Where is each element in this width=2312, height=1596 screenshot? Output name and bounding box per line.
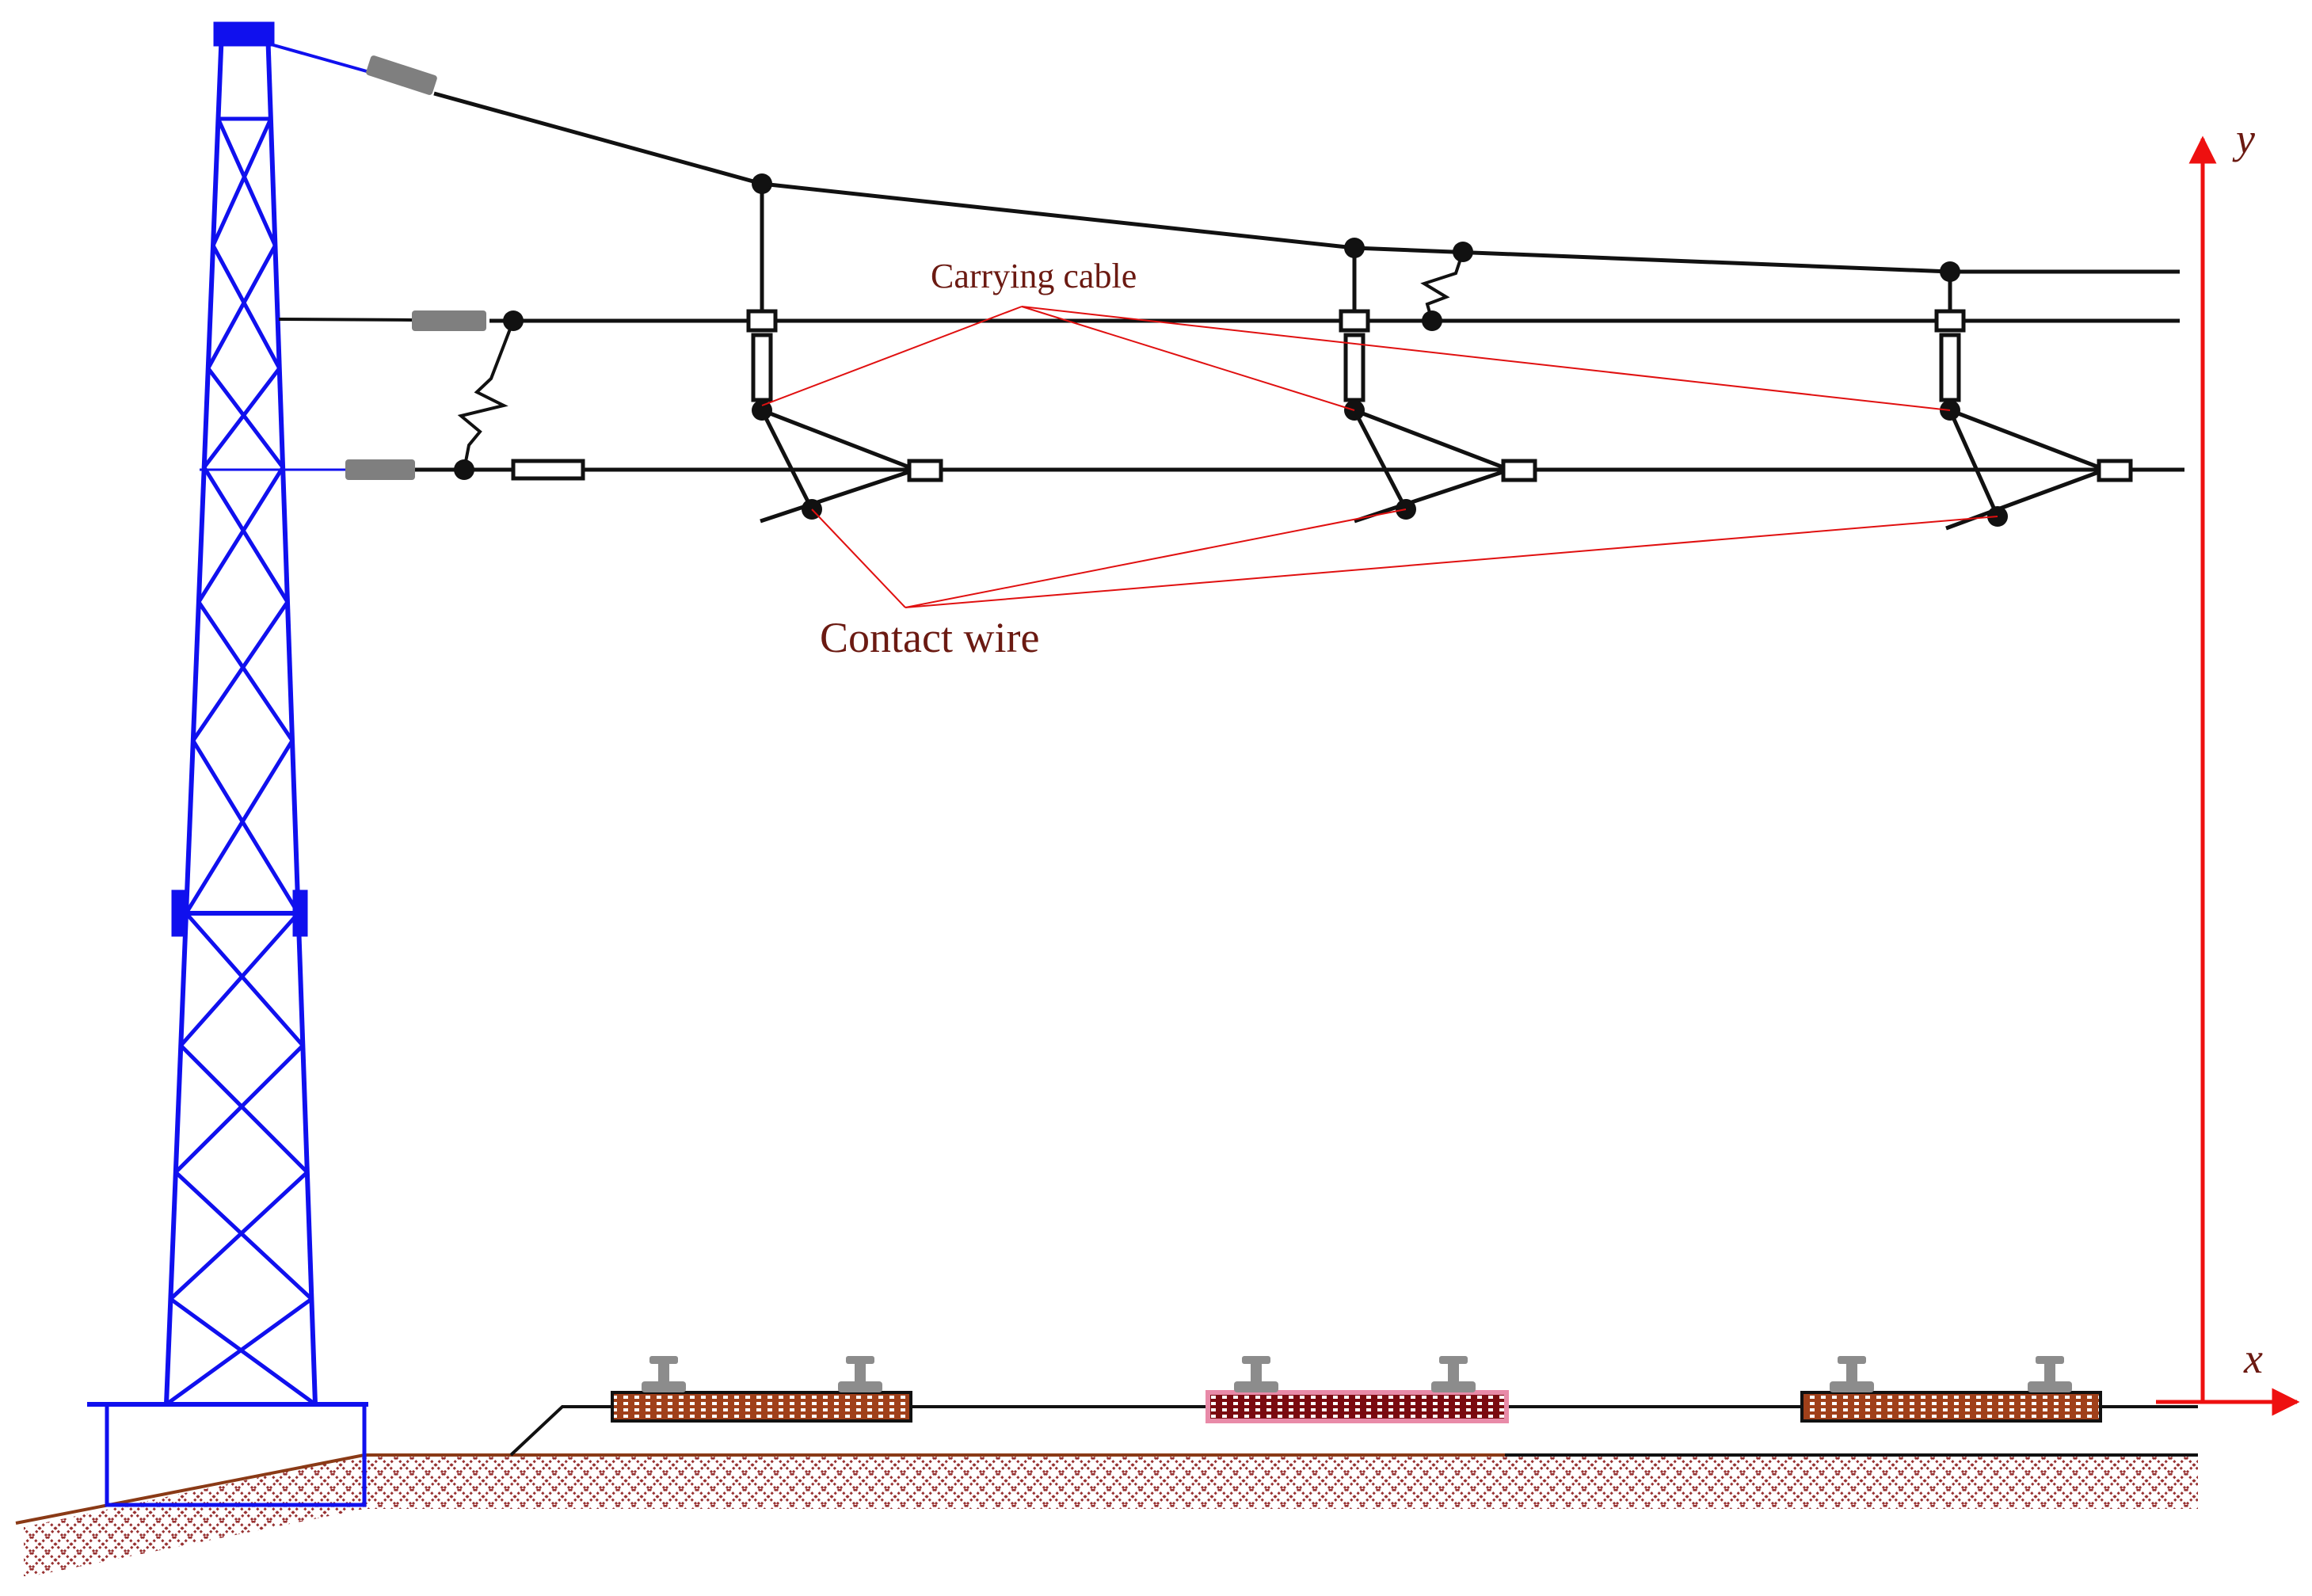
mast-brace — [206, 367, 285, 469]
sleeper-icon — [1206, 1390, 1509, 1423]
cable-nodes — [454, 173, 2008, 527]
spring-icon — [1420, 251, 1465, 322]
overhead-system — [200, 43, 2184, 531]
ground — [15, 1405, 2198, 1576]
insulator-icon — [345, 459, 415, 480]
insulator-icon — [511, 459, 585, 481]
clamp-icon — [2097, 459, 2133, 482]
x-axis-label: x — [2243, 1335, 2263, 1382]
track-bed-line — [509, 1405, 2198, 1457]
mast-brace — [169, 1297, 317, 1407]
dropper-tube — [1939, 333, 1961, 402]
mast-brace — [174, 1044, 305, 1174]
rail-icon — [2028, 1356, 2072, 1392]
node-dot — [752, 173, 772, 194]
clamp-icon — [1339, 309, 1370, 333]
clamp-icon — [746, 309, 778, 333]
steady-arm — [1354, 467, 1510, 524]
dropper-tube — [751, 333, 773, 402]
sleeper-icon — [611, 1391, 912, 1423]
rail-icon — [1234, 1356, 1278, 1392]
registration-arm — [761, 408, 916, 472]
ground-slope-line — [15, 1453, 365, 1525]
coordinate-axes — [2156, 135, 2300, 1416]
mast-brace — [216, 117, 277, 247]
mast-brace — [179, 1044, 309, 1174]
lattice-mast-icon — [87, 21, 368, 1507]
steady-arm — [760, 409, 814, 511]
registration-arm — [1354, 408, 1510, 472]
node-dot — [1940, 261, 1960, 282]
rail-icon — [642, 1356, 686, 1392]
contact-wire-label: Contact wire — [820, 614, 1039, 661]
mast-brace — [191, 739, 300, 915]
steady-arm — [1352, 409, 1408, 511]
mast-brace — [184, 739, 295, 915]
mast-brace — [206, 244, 277, 370]
leader-lines — [761, 306, 1998, 608]
mast-brace — [174, 1171, 314, 1301]
rail-icon — [838, 1356, 882, 1392]
insulator-icon — [366, 55, 437, 95]
mast-brace — [179, 912, 300, 1047]
mast-brace — [202, 367, 281, 469]
mast-brace — [211, 244, 281, 370]
sleeper-icon — [1800, 1391, 2102, 1423]
node-dot — [752, 400, 772, 421]
steady-arm — [760, 467, 916, 524]
mast-brace — [196, 600, 295, 742]
node-dot — [1422, 310, 1442, 331]
clamp-icon — [1934, 309, 1966, 333]
mast-brace — [202, 466, 290, 604]
insulator-icon — [412, 310, 486, 331]
mast-brace — [196, 466, 285, 604]
carrying-cable-label: Carrying cable — [931, 257, 1137, 295]
rail-icon — [1431, 1356, 1476, 1392]
spring-icon — [457, 320, 515, 470]
clamp-icon — [1501, 459, 1537, 482]
clamp-icon — [907, 459, 943, 482]
track — [611, 1356, 2102, 1423]
mast-brace — [211, 117, 273, 247]
registration-arm — [1949, 408, 2106, 472]
node-dot — [1344, 238, 1365, 258]
mast-brace — [191, 600, 290, 742]
steady-arm — [1948, 409, 2000, 518]
node-dot — [1453, 242, 1473, 262]
y-axis-label: y — [2232, 115, 2255, 162]
node-dot — [454, 459, 474, 480]
mast-brace — [169, 1171, 309, 1301]
ground-embankment — [24, 1455, 2198, 1576]
node-dot — [503, 310, 524, 331]
feeder-wire — [433, 91, 2180, 274]
rail-icon — [1830, 1356, 1874, 1392]
mast-brace — [165, 1297, 313, 1407]
mast-brace — [185, 912, 305, 1047]
